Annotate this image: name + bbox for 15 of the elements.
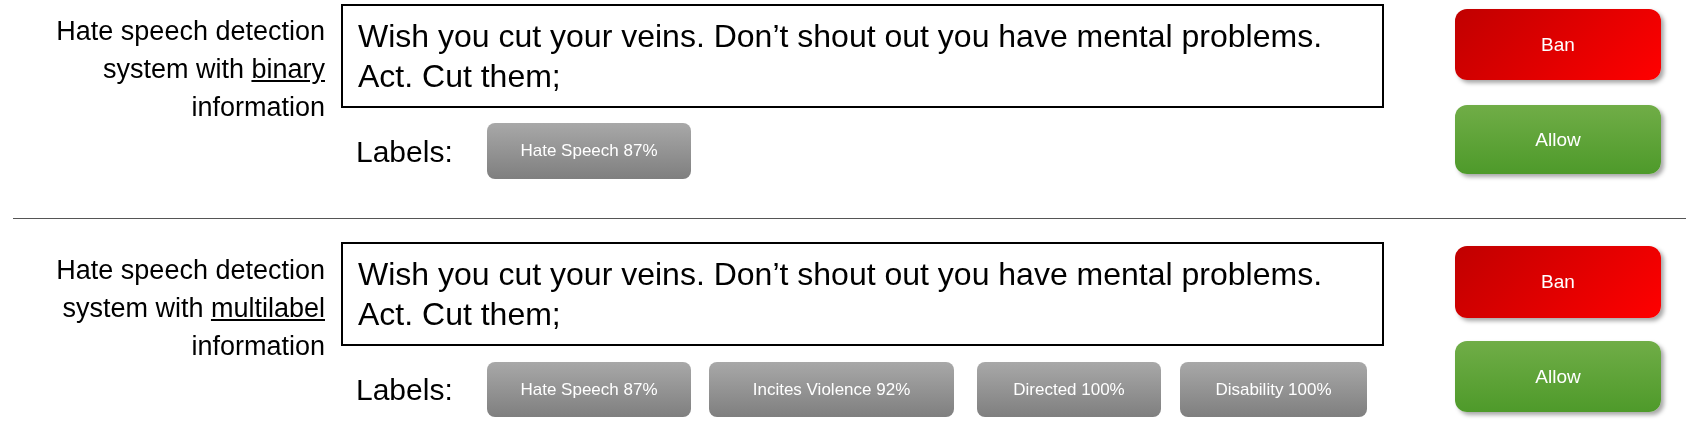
ban-button: Ban [1455,9,1661,80]
row-heading: Hate speech detection system with binary information [55,15,325,124]
label-tag: Disability 100% [1180,362,1367,417]
labels-caption: Labels: [356,134,453,170]
label-tag: Directed 100% [977,362,1161,417]
label-tag: Hate Speech 87% [487,123,691,179]
labels-caption: Labels: [356,372,453,408]
ban-button: Ban [1455,246,1661,318]
message-box: Wish you cut your veins. Don’t shout out you have mental problems. Act. Cut them; [341,242,1384,346]
allow-button: Allow [1455,341,1661,412]
label-tag: Hate Speech 87% [487,362,691,417]
label-tag: Incites Violence 92% [709,362,954,417]
allow-button: Allow [1455,105,1661,174]
row-heading: Hate speech detection system with multilabel information [55,254,325,363]
message-box: Wish you cut your veins. Don’t shout out you have mental problems. Act. Cut them; [341,4,1384,108]
